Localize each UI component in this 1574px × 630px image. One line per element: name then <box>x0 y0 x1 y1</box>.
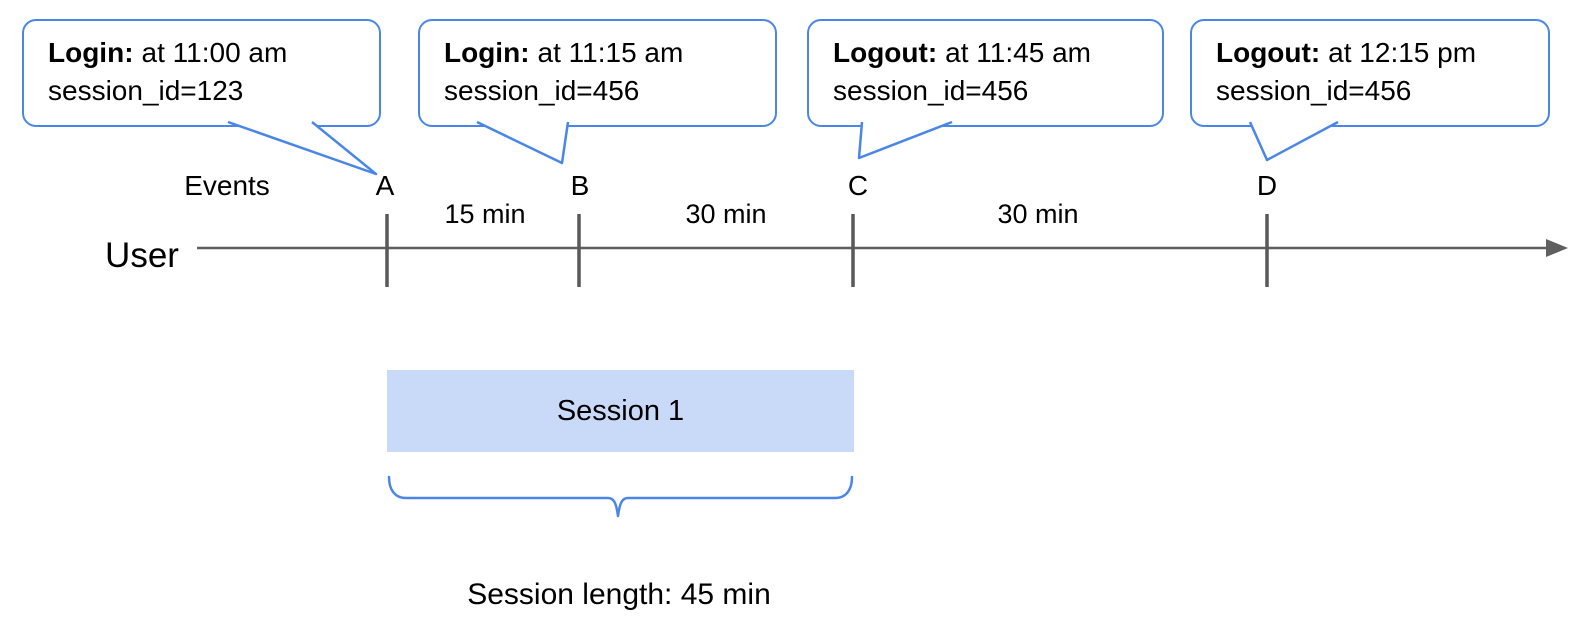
callout-logout-c: Logout:at 11:45 am session_id=456 <box>807 19 1164 127</box>
event-time-label: at 12:15 pm <box>1328 37 1477 68</box>
event-time-label: at 11:45 am <box>945 37 1091 68</box>
callout-tail-c-icon <box>857 120 953 160</box>
event-type-label: Login: <box>444 37 530 68</box>
callout-event-line: Login:at 11:00 am <box>48 34 363 72</box>
callout-event-line: Logout:at 11:45 am <box>833 34 1146 72</box>
event-label-c: C <box>847 170 869 201</box>
session-id-label: session_id=456 <box>1216 75 1412 106</box>
session-id-label: session_id=123 <box>48 75 244 106</box>
callout-event-line: Login:at 11:15 am <box>444 34 759 72</box>
callout-logout-d: Logout:at 12:15 pm session_id=456 <box>1190 19 1550 127</box>
event-label-b: B <box>570 170 590 201</box>
callout-tail-d-icon <box>1248 120 1339 162</box>
event-type-label: Logout: <box>833 37 938 68</box>
callout-tail-a-icon <box>227 120 378 176</box>
interval-label-ab: 15 min <box>444 199 526 229</box>
event-type-label: Login: <box>48 37 134 68</box>
callout-tail-b-icon <box>476 120 570 165</box>
session-id-label: session_id=456 <box>444 75 640 106</box>
callout-login-b: Login:at 11:15 am session_id=456 <box>418 19 777 127</box>
event-time-label: at 11:00 am <box>141 37 288 68</box>
session-id-label: session_id=456 <box>833 75 1029 106</box>
interval-label-cd: 30 min <box>997 199 1079 229</box>
session-length-brace-icon <box>387 475 854 518</box>
interval-label-bc: 30 min <box>685 199 767 229</box>
timeline-arrowhead-icon <box>1546 239 1568 257</box>
session-length-label: Session length: 45 min <box>467 578 771 611</box>
callout-event-line: Logout:at 12:15 pm <box>1216 34 1532 72</box>
event-time-label: at 11:15 am <box>537 37 684 68</box>
session-box-label: Session 1 <box>556 394 685 427</box>
event-label-a: A <box>375 170 395 201</box>
event-type-label: Logout: <box>1216 37 1321 68</box>
callout-login-a: Login:at 11:00 am session_id=123 <box>22 19 381 127</box>
event-label-d: D <box>1256 170 1278 201</box>
session-1-box: Session 1 <box>387 370 854 452</box>
user-row-label: User <box>105 236 179 275</box>
events-row-label: Events <box>184 170 270 201</box>
